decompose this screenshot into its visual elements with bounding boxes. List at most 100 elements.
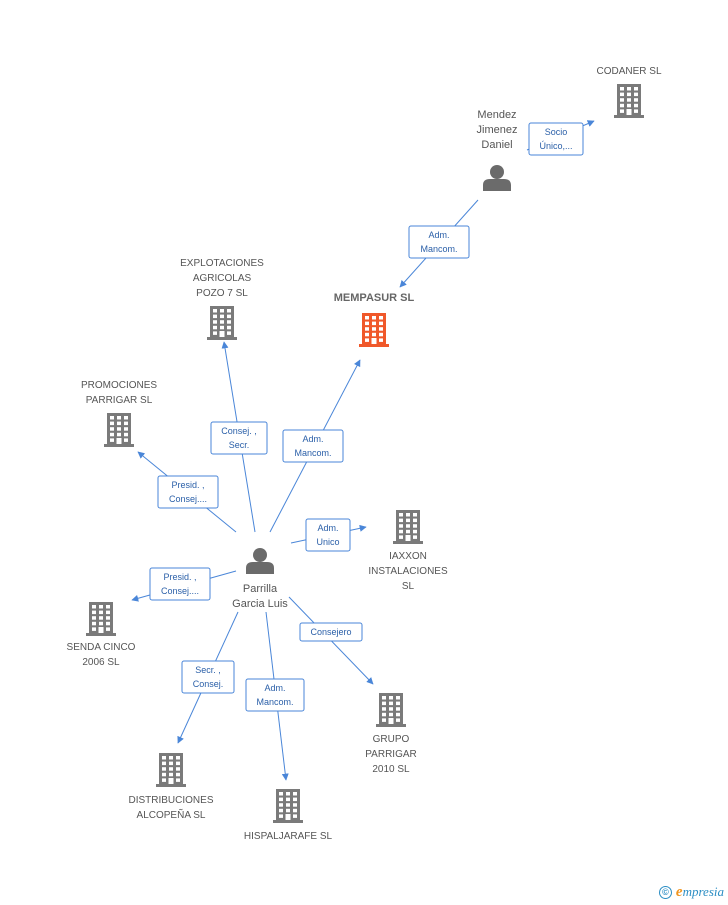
edge-label-text: Mancom. (256, 697, 293, 707)
building-window (106, 605, 110, 609)
building-window (406, 529, 410, 534)
brand-rest: mpresia (682, 883, 724, 899)
building-window (620, 109, 624, 113)
person-icon[interactable] (483, 165, 511, 191)
building-window (389, 701, 393, 706)
building-base (207, 337, 237, 340)
building-window (634, 98, 638, 102)
building-window (227, 325, 231, 330)
edge-label-text: Adm. (428, 230, 449, 240)
building-window (99, 616, 103, 620)
node-label: Mendez (477, 109, 516, 121)
node-label: Garcia Luis (232, 598, 288, 610)
building-window (293, 797, 297, 802)
edge-label-parrilla-to-iaxxon[interactable]: Adm.Unico (305, 518, 351, 552)
building-window (286, 808, 290, 813)
building-window (279, 797, 283, 802)
building-window (413, 518, 417, 523)
building-window (124, 432, 128, 437)
building-window (176, 767, 180, 771)
building-base (359, 344, 389, 347)
edge-label-text: Presid. , (163, 572, 196, 582)
building-icon[interactable] (359, 313, 389, 347)
building-window (92, 621, 96, 626)
building-window (213, 320, 217, 324)
edge-labels-layer: SocioÚnico,...Adm.Mancom.Adm.Mancom.Cons… (149, 122, 584, 712)
building-window (293, 792, 297, 796)
copyright-icon: © (658, 885, 672, 899)
person-body (483, 179, 511, 191)
building-window (620, 103, 624, 108)
building-window (399, 518, 403, 523)
brand-logo[interactable]: empresia (676, 884, 724, 901)
edge-label-parrilla-to-mempasur[interactable]: Adm.Mancom. (282, 429, 344, 463)
person-icon[interactable] (246, 548, 274, 574)
node-label: 2006 SL (82, 657, 120, 668)
edge-label-mendez-to-codaner[interactable]: SocioÚnico,... (528, 122, 584, 156)
edge-label-box (210, 421, 268, 455)
building-window (124, 416, 128, 420)
building-icon[interactable] (86, 602, 116, 636)
building-window (220, 314, 224, 319)
node-label: POZO 7 SL (196, 288, 248, 299)
building-window (162, 767, 166, 771)
building-window (162, 761, 166, 766)
building-window (220, 325, 224, 330)
building-icon[interactable] (376, 693, 406, 727)
node-mempasur[interactable]: MEMPASUR SL (334, 292, 415, 347)
edge-label-parrilla-to-promociones[interactable]: Presid. , Consej.... (157, 475, 219, 509)
building-window (365, 332, 369, 337)
building-window (227, 331, 231, 335)
edge-label-mendez-to-mempasur[interactable]: Adm.Mancom. (408, 225, 470, 259)
building-icon[interactable] (156, 753, 186, 787)
edge-label-box (299, 622, 363, 642)
building-window (176, 778, 180, 782)
person-body (246, 562, 274, 574)
node-label: AGRICOLAS (193, 273, 252, 284)
building-icon[interactable] (104, 413, 134, 447)
building-window (213, 331, 217, 335)
building-window (379, 338, 383, 342)
building-window (110, 427, 114, 431)
edge-label-text: Consejero (310, 627, 351, 637)
building-window (124, 427, 128, 431)
building-window (176, 756, 180, 760)
building-window (627, 92, 631, 97)
edge-label-parrilla-to-senda[interactable]: Presid. ,Consej.... (149, 567, 211, 601)
building-window (286, 792, 290, 796)
building-window (634, 92, 638, 97)
building-icon[interactable] (614, 84, 644, 118)
building-window (293, 803, 297, 807)
building-icon[interactable] (393, 510, 423, 544)
node-codaner[interactable]: CODANER SL (596, 66, 662, 118)
building-window (372, 321, 376, 326)
building-window (382, 718, 386, 722)
node-label: Daniel (481, 139, 512, 151)
edge-label-text: Presid. , (171, 480, 204, 490)
building-icon[interactable] (273, 789, 303, 823)
building-door (405, 535, 411, 541)
building-window (106, 616, 110, 620)
edge-label-text: Consej.... (169, 494, 207, 504)
building-door (285, 814, 291, 820)
node-label: CODANER SL (596, 66, 661, 77)
building-window (110, 416, 114, 420)
building-icon[interactable] (207, 306, 237, 340)
building-door (168, 778, 174, 784)
edge-label-text: Adm. (264, 683, 285, 693)
node-hispaljarafe[interactable]: HISPALJARAFE SL (244, 789, 333, 842)
building-window (293, 808, 297, 813)
edge-label-parrilla-to-distribuciones[interactable]: Secr. ,Consej. (181, 660, 235, 694)
edge-label-parrilla-to-grupo[interactable]: Consejero (299, 622, 363, 642)
edge-label-parrilla-to-explotaciones[interactable]: Consej. ,Secr. (210, 421, 268, 455)
edge-label-parrilla-to-hispaljarafe[interactable]: Adm. Mancom. (245, 678, 305, 712)
